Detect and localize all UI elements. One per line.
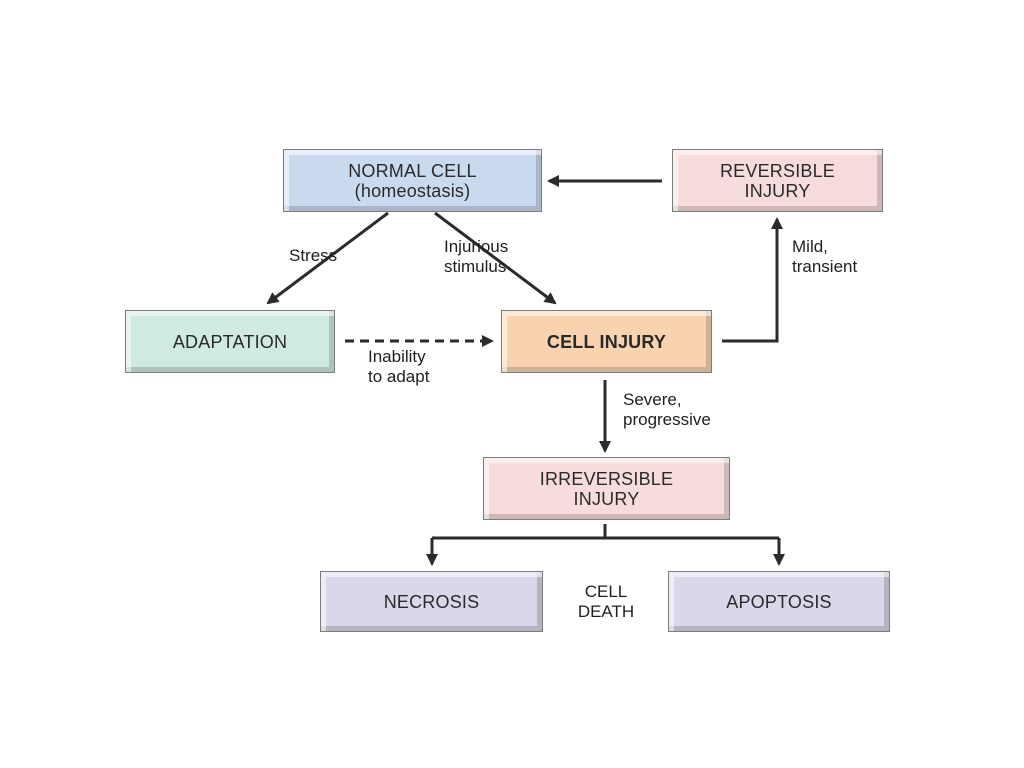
adaptation-box: ADAPTATION [125,310,335,373]
label-inability-to-adapt: Inability to adapt [368,347,430,386]
cell-injury-box: CELL INJURY [501,310,712,373]
arrow-mild-transient [722,217,783,343]
reversible-injury-label: REVERSIBLE INJURY [719,160,836,201]
apoptosis-box: APOPTOSIS [668,571,890,632]
label-stress: Stress [289,246,338,265]
cell-injury-label: CELL INJURY [546,331,667,352]
label-cell-death: CELL DEATH [577,582,635,621]
normal-cell-box: NORMAL CELL (homeostasis) [283,149,542,212]
normal-cell-title: NORMAL CELL [348,160,477,181]
irreversible-injury-box: IRREVERSIBLE INJURY [483,457,730,520]
necrosis-box: NECROSIS [320,571,543,632]
label-severe-progressive: Severe, progressive [623,390,711,429]
adaptation-label: ADAPTATION [172,331,288,352]
label-mild-transient: Mild, transient [792,237,858,276]
apoptosis-label: APOPTOSIS [726,591,832,612]
arrow-stress [266,211,389,305]
label-injurious-stimulus: Injurious stimulus [444,237,509,276]
normal-cell-subtitle: (homeostasis) [354,180,471,201]
arrow-injurious-stimulus [434,211,557,305]
reversible-injury-box: REVERSIBLE INJURY [672,149,883,212]
necrosis-label: NECROSIS [383,591,480,612]
irreversible-injury-label: IRREVERSIBLE INJURY [539,468,674,509]
